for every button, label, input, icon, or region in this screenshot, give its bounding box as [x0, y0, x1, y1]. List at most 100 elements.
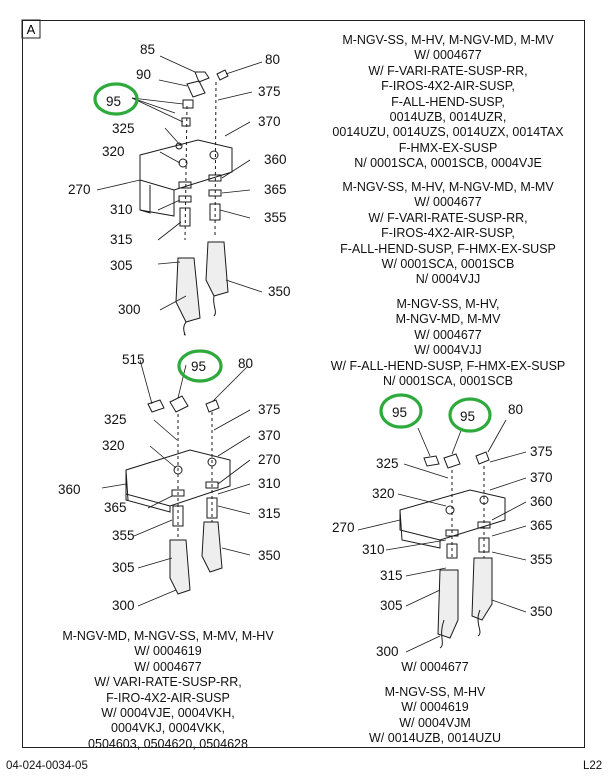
applicability-line: W/ 0004677 — [414, 327, 482, 342]
highlight-oval — [93, 82, 139, 116]
callout-365: 365 — [530, 518, 553, 533]
fitting-95a — [182, 99, 194, 109]
applicability-line: 0014UZU, 0014UZS, 0014UZX, 0014TAX — [332, 125, 564, 140]
callout-95: 95 — [392, 405, 407, 420]
callout-370: 370 — [530, 470, 553, 485]
applicability-line: W/ 0004677 — [414, 195, 482, 210]
applicability-line: W/ 0004VJJ — [414, 343, 482, 358]
callout-320: 320 — [372, 486, 395, 501]
applicability-line: W/ 0004677 — [401, 660, 469, 674]
valve-350 — [205, 241, 229, 297]
callout-370: 370 — [258, 114, 281, 129]
applicability-line: W/ F-VARI-RATE-SUSP-RR, — [368, 63, 528, 78]
callout-80: 80 — [265, 52, 280, 67]
callout-355: 355 — [530, 552, 553, 567]
applicability-line: W/ F-ALL-HEND-SUSP, F-HMX-EX-SUSP — [330, 358, 566, 373]
callout-315: 315 — [110, 232, 133, 247]
fitting-95 — [169, 395, 189, 413]
applicability-line: N/ 0001SCA, 0001SCB, 0004VJE — [354, 156, 542, 171]
applicability-line: M-NGV-SS, M-HV, M-NGV-MD, M-MV — [342, 33, 554, 47]
panel-letter: A — [27, 22, 36, 37]
callout-350: 350 — [530, 604, 553, 619]
applicability-line: W/ 0004677 — [134, 659, 202, 674]
callout-350: 350 — [268, 284, 291, 299]
applicability-block-5: W/ 0004677 — [330, 660, 540, 675]
view-bottom-left — [125, 395, 231, 595]
applicability-line: W/ 0004619 — [401, 700, 469, 715]
callout-305: 305 — [110, 258, 133, 273]
callout-300: 300 — [112, 598, 135, 613]
highlight-ovals — [93, 82, 492, 433]
fitting-95b — [181, 117, 191, 127]
callout-365: 365 — [104, 500, 127, 515]
callout-370: 370 — [258, 428, 281, 443]
bracket-hole — [209, 150, 219, 160]
applicability-line: W/ 0004677 — [414, 48, 482, 63]
callout-325: 325 — [112, 121, 135, 136]
applicability-line: 0504603, 0504620, 0504628 — [88, 736, 248, 751]
callout-375: 375 — [530, 444, 553, 459]
callout-80: 80 — [508, 402, 523, 417]
highlight-oval — [177, 349, 223, 383]
callout-315: 315 — [380, 568, 403, 583]
view-bottom-right — [399, 451, 506, 649]
callout-95: 95 — [460, 409, 475, 424]
bracket-hole — [175, 142, 183, 150]
valve-300 — [175, 257, 201, 323]
callout-325: 325 — [376, 456, 399, 471]
fitting-80 — [216, 69, 229, 81]
callout-360: 360 — [58, 482, 81, 497]
fitting-85 — [194, 71, 210, 83]
callout-310: 310 — [110, 202, 133, 217]
callout-80: 80 — [238, 356, 253, 371]
document-number: 04-024-0034-05 — [6, 760, 88, 772]
diagram-frame — [22, 20, 585, 748]
callout-95: 95 — [106, 94, 121, 109]
callout-325: 325 — [104, 412, 127, 427]
applicability-line: F-ALL-HEND-SUSP, — [391, 94, 505, 109]
callout-270: 270 — [68, 182, 91, 197]
fitting-80 — [475, 451, 490, 465]
fitting-95b — [443, 453, 461, 469]
valve-350 — [201, 521, 223, 573]
callout-320: 320 — [102, 144, 125, 159]
callout-300: 300 — [118, 302, 141, 317]
callout-310: 310 — [362, 542, 385, 557]
callout-515: 515 — [122, 352, 145, 367]
callout-350: 350 — [258, 548, 281, 563]
page-reference: L22 — [583, 760, 603, 772]
applicability-line: 0004VKJ, 0004VKK, — [111, 721, 225, 736]
callout-95: 95 — [191, 359, 206, 374]
applicability-line: M-NGV-SS, M-HV, M-NGV-MD, M-MV — [342, 180, 554, 194]
applicability-line: F-HMX-EX-SUSP — [398, 140, 498, 155]
applicability-line: N/ 0004VJJ — [415, 272, 481, 287]
view-top-left — [139, 69, 233, 336]
applicability-line: M-NGV-MD, M-MV — [395, 312, 501, 327]
callout-365: 365 — [264, 182, 287, 197]
applicability-line: F-IRO-4X2-AIR-SUSP — [106, 690, 230, 705]
callout-300: 300 — [376, 644, 399, 659]
callout-310: 310 — [258, 476, 281, 491]
applicability-line: W/ 0001SCA, 0001SCB — [381, 257, 515, 272]
highlight-oval — [379, 393, 423, 429]
leader-lines — [96, 55, 527, 653]
callout-270: 270 — [258, 452, 281, 467]
applicability-line: M-NGV-MD, M-NGV-SS, M-MV, M-HV — [62, 629, 274, 643]
applicability-line: N/ 0001SCA, 0001SCB — [383, 374, 513, 389]
applicability-line: W/ 0004619 — [134, 644, 202, 659]
callout-270: 270 — [332, 520, 355, 535]
panel-letter-box — [21, 19, 41, 39]
applicability-line: M-NGV-SS, M-HV, — [396, 297, 500, 311]
callout-360: 360 — [264, 152, 287, 167]
callout-320: 320 — [102, 438, 125, 453]
applicability-line: W/ F-VARI-RATE-SUSP-RR, — [368, 210, 528, 225]
callout-375: 375 — [258, 402, 281, 417]
callout-305: 305 — [380, 598, 403, 613]
callout-375: 375 — [258, 84, 281, 99]
highlight-oval — [448, 397, 492, 433]
